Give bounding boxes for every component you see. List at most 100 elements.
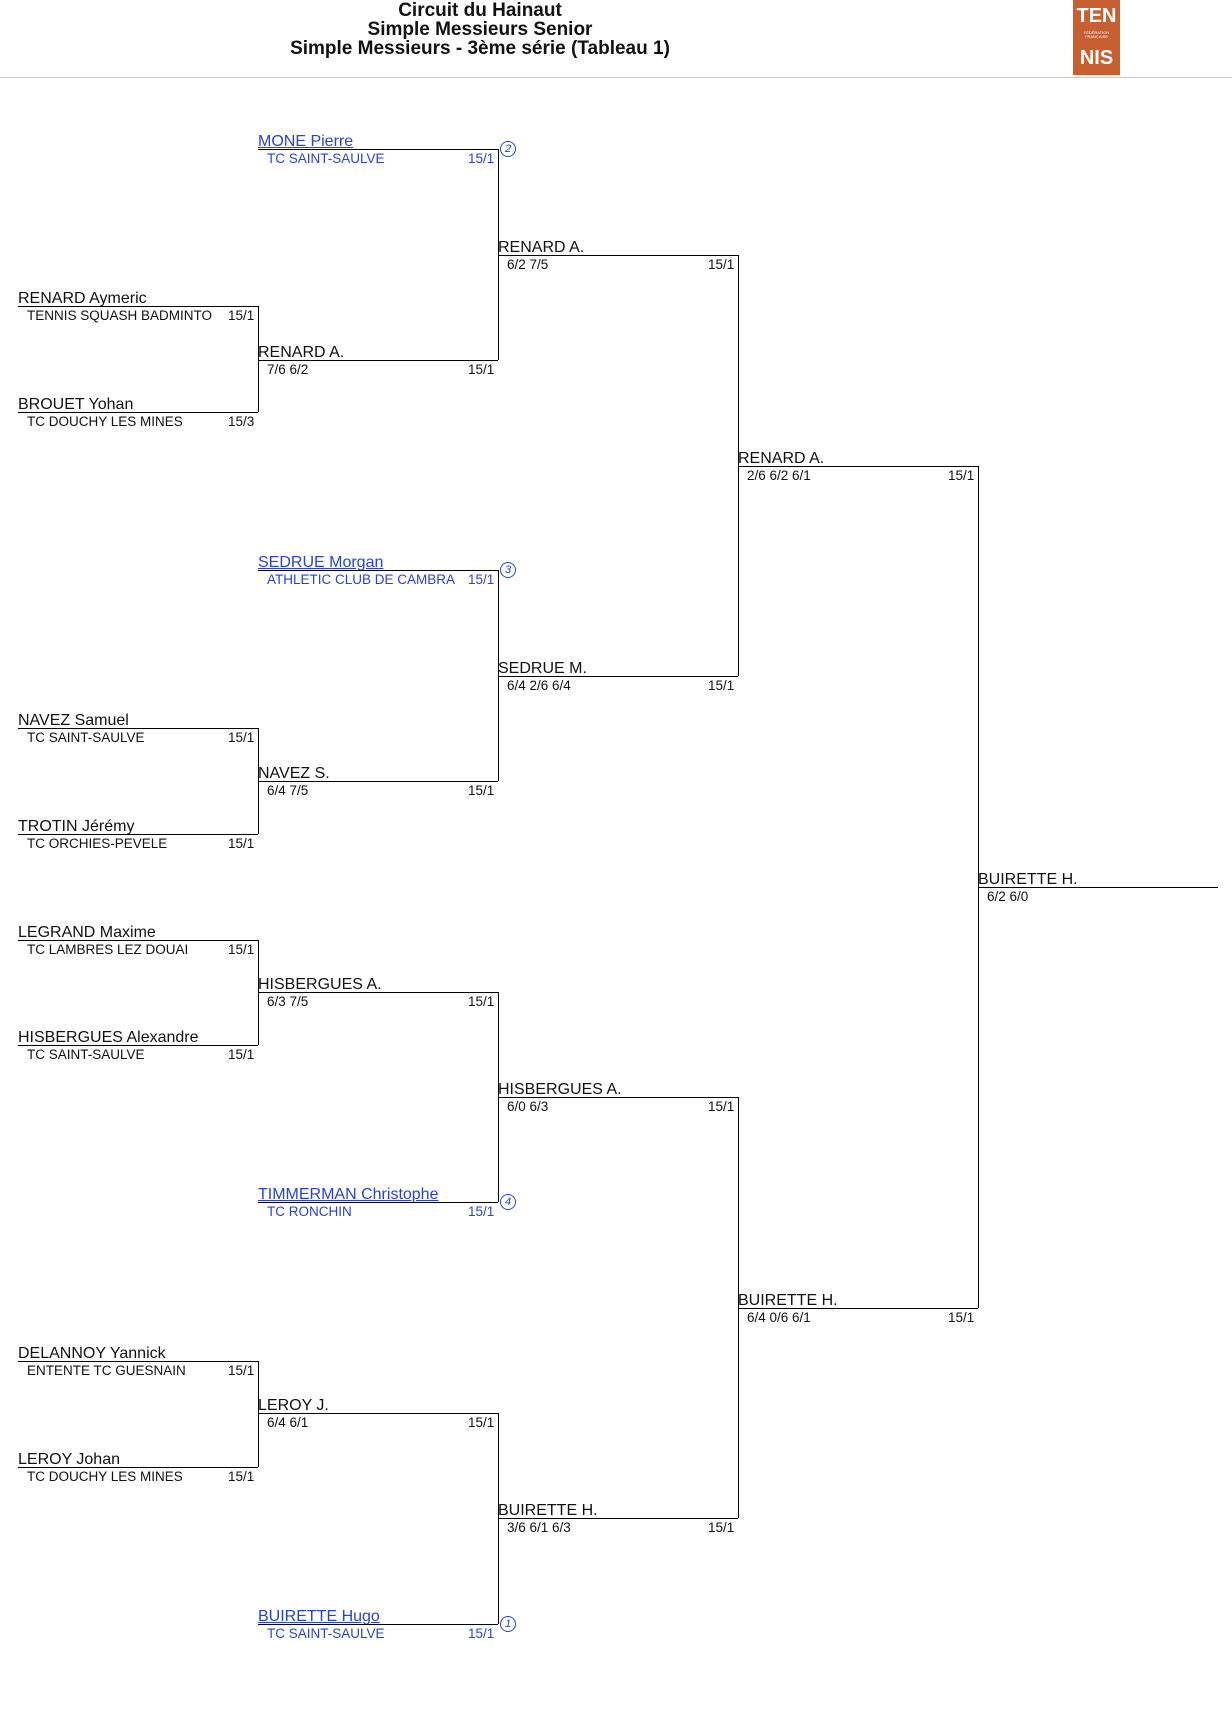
seed-number-icon: 4: [500, 1194, 516, 1210]
bracket-line: [18, 940, 258, 941]
player-club: TC SAINT-SAULVE: [267, 151, 385, 166]
player-ranking: 15/1: [228, 730, 255, 745]
player-name: SEDRUE M.: [498, 660, 587, 677]
player-ranking: 15/1: [948, 1310, 975, 1325]
bracket-connector: [258, 1361, 259, 1467]
bracket-connector: [498, 149, 499, 360]
bracket-line: [498, 255, 738, 256]
bracket-line: [18, 1467, 258, 1468]
player-ranking: 15/1: [468, 783, 495, 798]
player-club: TC SAINT-SAULVE: [267, 1626, 385, 1641]
match-score: 6/4 7/5: [267, 783, 309, 798]
match-score: 6/4 2/6 6/4: [507, 678, 571, 693]
bracket-line: [258, 1624, 498, 1625]
player-ranking: 15/1: [228, 1469, 255, 1484]
player-club: TENNIS SQUASH BADMINTO: [27, 308, 213, 323]
seeded-player-name[interactable]: SEDRUE Morgan: [258, 554, 384, 571]
seeded-player-name[interactable]: TIMMERMAN Christophe: [258, 1186, 439, 1203]
match-score: 6/2 7/5: [507, 257, 549, 272]
player-ranking: 15/1: [468, 151, 495, 166]
player-name: LEGRAND Maxime: [18, 924, 156, 941]
player-club: TC DOUCHY LES MINES: [27, 414, 183, 429]
player-name: BROUET Yohan: [18, 396, 134, 413]
player-ranking: 15/1: [468, 362, 495, 377]
player-ranking: 15/1: [468, 1415, 495, 1430]
player-name: RENARD Aymeric: [18, 290, 147, 307]
player-name: RENARD A.: [498, 239, 585, 256]
player-name: BUIRETTE H.: [978, 871, 1078, 888]
player-club: TC LAMBRES LEZ DOUAI: [27, 942, 189, 957]
player-ranking: 15/1: [228, 836, 255, 851]
player-name: BUIRETTE H.: [738, 1292, 838, 1309]
player-name: LEROY Johan: [18, 1451, 120, 1468]
player-name: RENARD A.: [738, 450, 825, 467]
player-name: TROTIN Jérémy: [18, 818, 135, 835]
bracket-connector: [498, 570, 499, 781]
player-name: HISBERGUES Alexandre: [18, 1029, 199, 1046]
player-club: TC DOUCHY LES MINES: [27, 1469, 183, 1484]
tournament-title: Circuit du Hainaut: [398, 0, 562, 21]
player-ranking: 15/1: [948, 468, 975, 483]
match-score: 6/4 6/1: [267, 1415, 309, 1430]
bracket-line: [978, 887, 1218, 888]
match-score: 6/4 0/6 6/1: [747, 1310, 811, 1325]
seeded-player-name[interactable]: MONE Pierre: [258, 133, 354, 150]
bracket-line: [18, 1361, 258, 1362]
bracket-line: [18, 412, 258, 413]
match-score: 6/3 7/5: [267, 994, 309, 1009]
player-ranking: 15/1: [468, 572, 495, 587]
bracket-line: [258, 1202, 498, 1203]
player-ranking: 15/1: [708, 257, 735, 272]
bracket-line: [258, 1413, 498, 1414]
match-score: 6/0 6/3: [507, 1099, 549, 1114]
match-score: 3/6 6/1 6/3: [507, 1520, 571, 1535]
player-club: ENTENTE TC GUESNAIN: [27, 1363, 186, 1378]
player-name: BUIRETTE H.: [498, 1502, 598, 1519]
player-ranking: 15/1: [708, 1099, 735, 1114]
player-ranking: 15/1: [468, 1204, 495, 1219]
bracket-line: [258, 992, 498, 993]
bracket-line: [258, 781, 498, 782]
bracket-connector: [738, 255, 739, 676]
player-ranking: 15/1: [228, 942, 255, 957]
player-ranking: 15/1: [228, 1363, 255, 1378]
player-name: NAVEZ S.: [258, 765, 330, 782]
player-ranking: 15/1: [228, 308, 255, 323]
match-score: 6/2 6/0: [987, 889, 1029, 904]
player-club: TC RONCHIN: [267, 1204, 352, 1219]
player-club: TC SAINT-SAULVE: [27, 1047, 145, 1062]
bracket-connector: [258, 306, 259, 412]
player-name: NAVEZ Samuel: [18, 712, 129, 729]
player-club: ATHLETIC CLUB DE CAMBRA: [267, 572, 456, 587]
bracket-line: [18, 1045, 258, 1046]
player-name: HISBERGUES A.: [498, 1081, 622, 1098]
bracket-line: [258, 570, 498, 571]
bracket-line: [498, 1518, 738, 1519]
seed-number-icon: 1: [500, 1616, 516, 1632]
seeded-player-name[interactable]: BUIRETTE Hugo: [258, 1608, 380, 1625]
player-name: DELANNOY Yannick: [18, 1345, 166, 1362]
player-ranking: 15/1: [708, 1520, 735, 1535]
player-ranking: 15/1: [468, 994, 495, 1009]
page-header: Circuit du Hainaut Simple Messieurs Seni…: [0, 0, 1232, 78]
player-ranking: 15/1: [468, 1626, 495, 1641]
fft-tennis-logo: TEN FÉDÉRATION FRANÇAISE NIS: [1073, 0, 1120, 75]
player-name: LEROY J.: [258, 1397, 329, 1414]
player-name: HISBERGUES A.: [258, 976, 382, 993]
player-ranking: 15/1: [228, 1047, 255, 1062]
bracket-line: [18, 834, 258, 835]
bracket-line: [258, 360, 498, 361]
match-score: 7/6 6/2: [267, 362, 309, 377]
player-club: TC ORCHIES-PEVELE: [27, 836, 168, 851]
header-divider: [0, 77, 1232, 78]
seed-number-icon: 2: [500, 141, 516, 157]
draw-title: Simple Messieurs - 3ème série (Tableau 1…: [290, 38, 670, 59]
player-ranking: 15/1: [708, 678, 735, 693]
bracket-line: [498, 676, 738, 677]
player-club: TC SAINT-SAULVE: [27, 730, 145, 745]
bracket-connector: [738, 1097, 739, 1518]
player-name: RENARD A.: [258, 344, 345, 361]
bracket-line: [738, 466, 978, 467]
bracket-line: [18, 306, 258, 307]
